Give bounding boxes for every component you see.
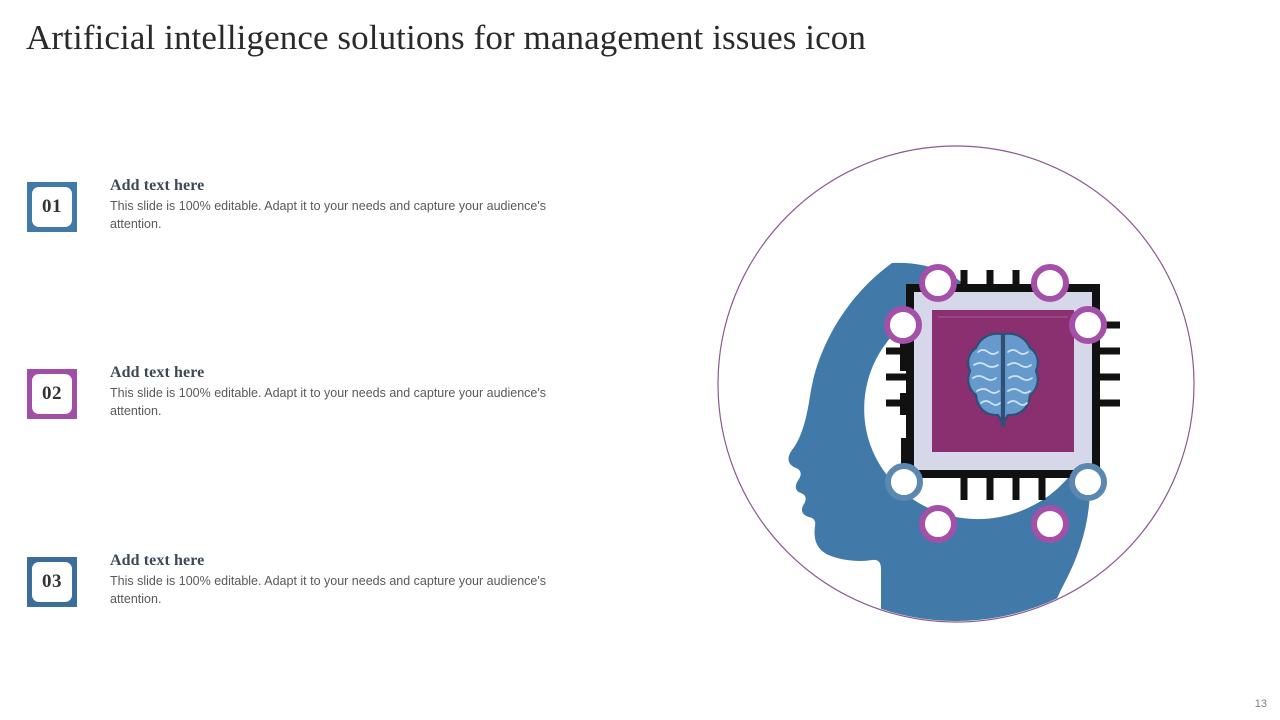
node-bottom-right bbox=[1031, 505, 1069, 543]
circuit-nodes bbox=[884, 264, 1107, 543]
list-item-heading: Add text here bbox=[110, 552, 205, 569]
list-item-heading: Add text here bbox=[110, 364, 205, 381]
number-badge-01: 01 bbox=[27, 182, 77, 232]
brain-icon bbox=[967, 332, 1039, 428]
number-badge-label: 03 bbox=[32, 562, 72, 602]
number-badge-02: 02 bbox=[27, 369, 77, 419]
list-item-body: This slide is 100% editable. Adapt it to… bbox=[110, 386, 546, 418]
list-item-body: This slide is 100% editable. Adapt it to… bbox=[110, 574, 546, 606]
node-upper-left bbox=[884, 306, 922, 344]
node-upper-right bbox=[1069, 306, 1107, 344]
list-item-body: This slide is 100% editable. Adapt it to… bbox=[110, 199, 546, 231]
list-item[interactable]: 02 Add text here This slide is 100% edit… bbox=[27, 364, 587, 449]
list-item[interactable]: 03 Add text here This slide is 100% edit… bbox=[27, 552, 587, 637]
number-badge-label: 01 bbox=[32, 187, 72, 227]
head-silhouette bbox=[788, 262, 1090, 621]
node-top-right bbox=[1031, 264, 1069, 302]
list-item-text: Add text here This slide is 100% editabl… bbox=[110, 364, 570, 420]
page-number: 13 bbox=[1254, 698, 1267, 710]
outer-circle-outline bbox=[717, 145, 1195, 623]
list-item-heading: Add text here bbox=[110, 177, 205, 194]
list-item[interactable]: 01 Add text here This slide is 100% edit… bbox=[27, 177, 587, 262]
chip-assembly bbox=[884, 264, 1120, 543]
list-item-text: Add text here This slide is 100% editabl… bbox=[110, 177, 570, 233]
number-badge-label: 02 bbox=[32, 374, 72, 414]
node-top-left bbox=[919, 264, 957, 302]
node-lower-right bbox=[1069, 463, 1107, 501]
number-badge-03: 03 bbox=[27, 557, 77, 607]
node-lower-left bbox=[885, 463, 923, 501]
ai-brain-chip-head-icon bbox=[700, 128, 1212, 640]
node-bottom-left bbox=[919, 505, 957, 543]
list-item-text: Add text here This slide is 100% editabl… bbox=[110, 552, 570, 608]
bullet-list: 01 Add text here This slide is 100% edit… bbox=[0, 0, 620, 720]
page-title: Artificial intelligence solutions for ma… bbox=[26, 18, 866, 57]
